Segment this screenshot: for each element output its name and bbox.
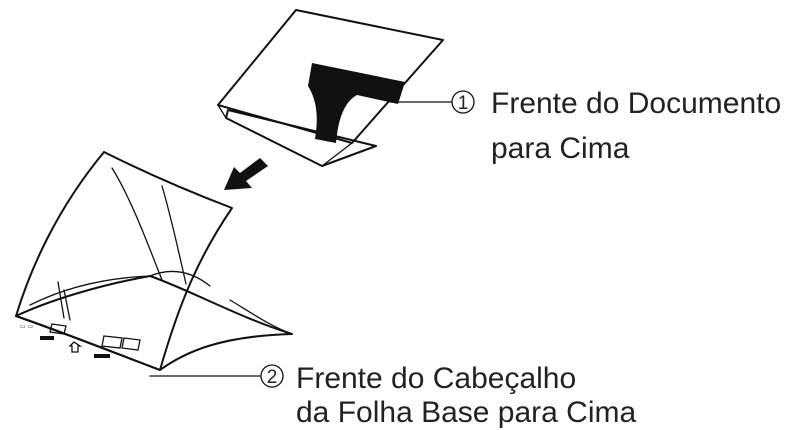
callout-label-line1: Frente do Cabeçalho xyxy=(296,362,576,395)
header-bar-mark xyxy=(94,354,110,358)
callout-2: 2 Frente do Cabeçalho da Folha Base para… xyxy=(149,362,636,429)
callout-number: 2 xyxy=(267,367,278,388)
callout-label-line1: Frente do Documento xyxy=(491,87,781,120)
insert-arrow-icon xyxy=(68,341,83,353)
header-bar-mark xyxy=(40,336,54,340)
direction-arrow-icon xyxy=(224,158,268,190)
callout-label-line2: para Cima xyxy=(491,132,630,165)
callout-number: 1 xyxy=(458,93,469,114)
folded-document-icon xyxy=(217,9,444,167)
t-shape-mark xyxy=(308,63,405,143)
carrier-sheet-icon: ▭ ▭ xyxy=(15,151,293,371)
callout-number-circle xyxy=(451,90,475,114)
callout-1: 1 Frente do Documento para Cima xyxy=(389,87,781,165)
callout-label-line2: da Folha Base para Cima xyxy=(296,396,636,429)
header-mark-text: ▭ ▭ xyxy=(20,323,33,330)
callout-number-circle xyxy=(260,364,284,388)
